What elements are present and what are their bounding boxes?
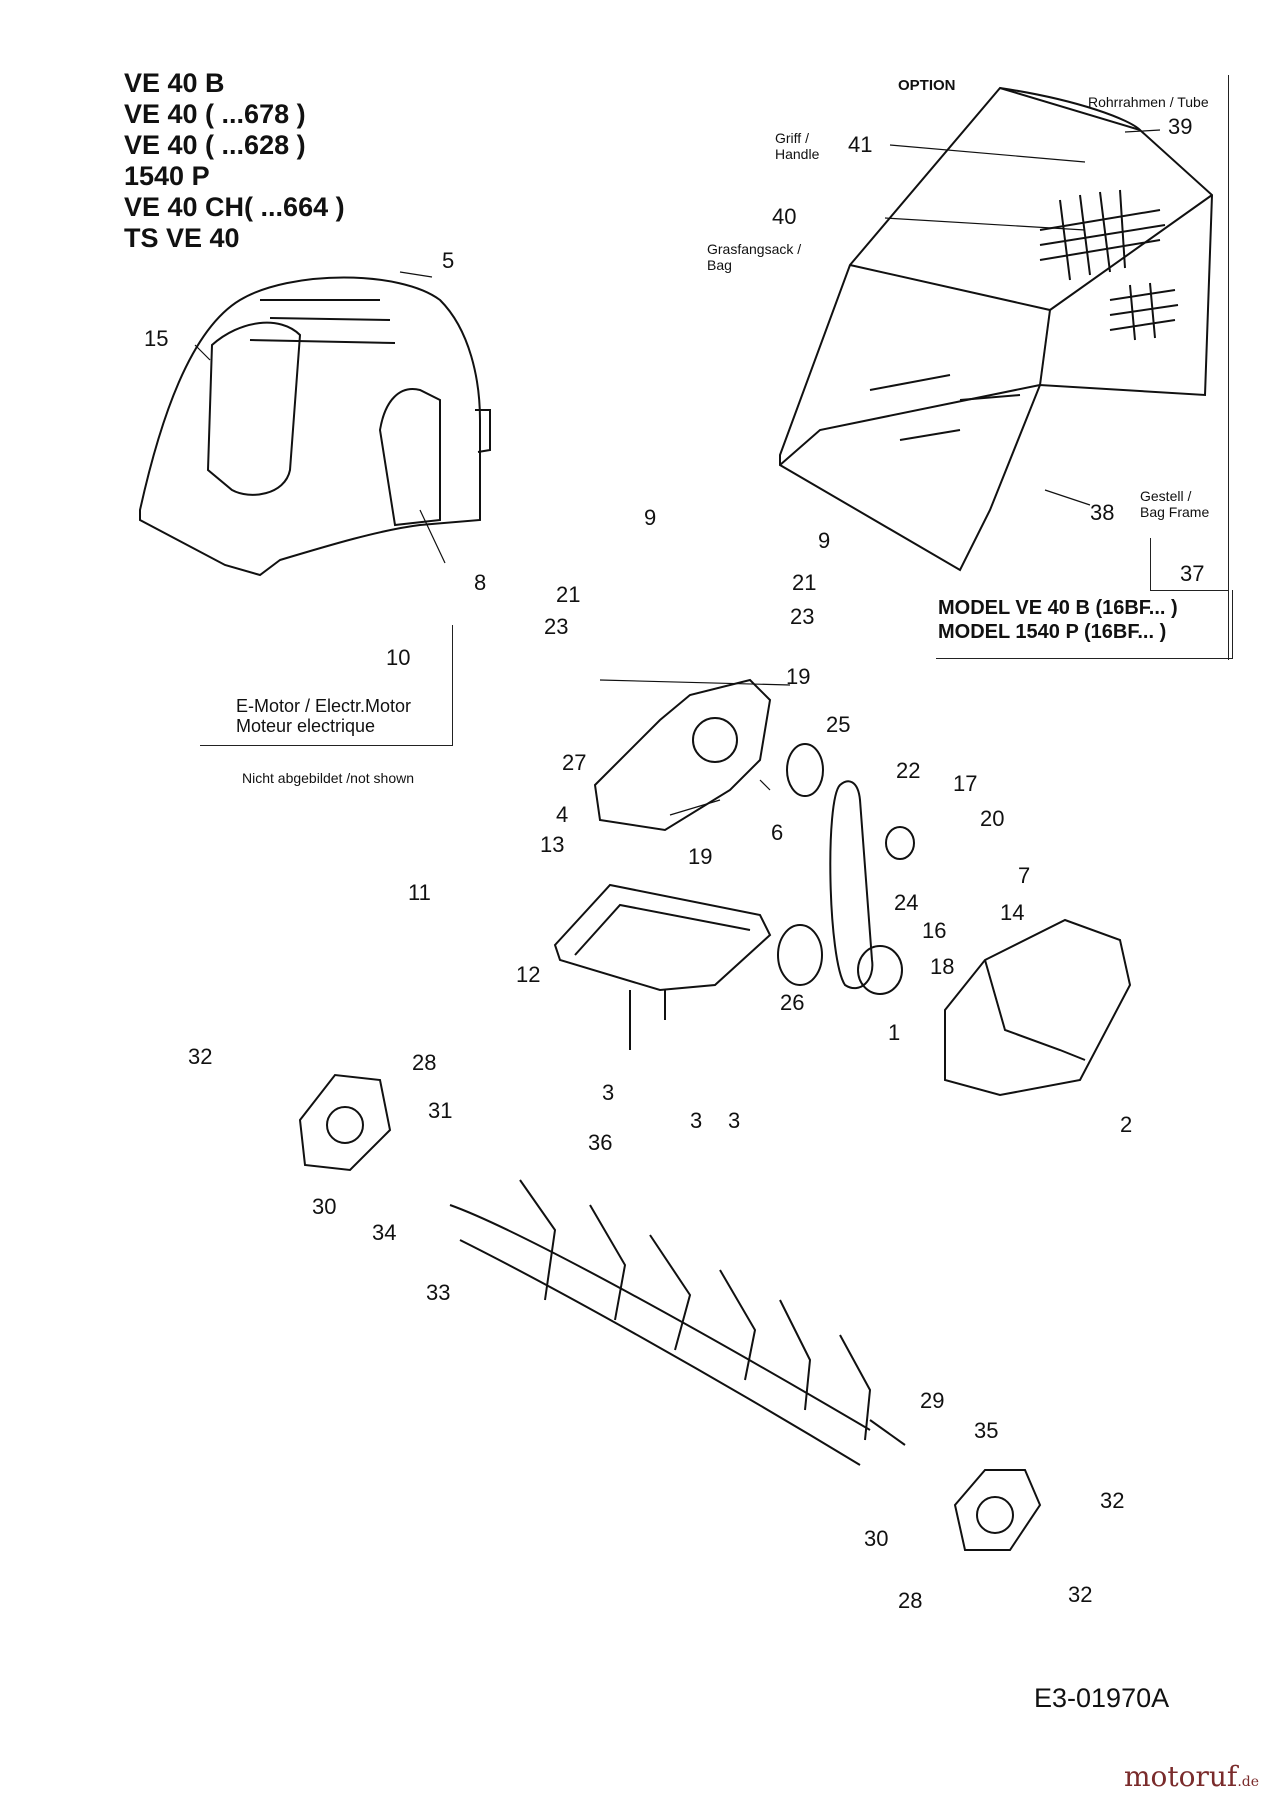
- brand-name: motoruf: [1124, 1760, 1238, 1793]
- part-number: 21: [556, 582, 581, 607]
- part-number: 12: [516, 962, 541, 987]
- part-number: 23: [790, 604, 815, 629]
- part-number: 9: [818, 528, 831, 553]
- emotor-label: E-Motor / Electr.Motor: [236, 696, 412, 716]
- part-number: 31: [428, 1098, 453, 1123]
- part-37-box: [1150, 538, 1229, 591]
- part-number: 2: [1120, 1112, 1133, 1137]
- belt-cover-part: [944, 918, 1132, 1097]
- leader-lines: [194, 129, 1161, 816]
- model-box-line: MODEL VE 40 B (16BF... ): [938, 597, 1178, 619]
- emotor-frame: [200, 625, 453, 746]
- bearing-flange-part: [298, 1073, 1042, 1551]
- part-number: 19: [688, 844, 713, 869]
- part-number: 39: [1168, 114, 1193, 139]
- part-number: 34: [372, 1220, 397, 1245]
- option-label: OPTION: [898, 77, 956, 94]
- part-number: 30: [312, 1194, 337, 1219]
- drawing-code: E3-01970A: [1034, 1683, 1170, 1713]
- part-number: 14: [1000, 900, 1025, 925]
- not-shown-label: Nicht abgebildet /not shown: [242, 770, 414, 786]
- bag-label: Bag: [707, 257, 732, 273]
- part-number: 27: [562, 750, 587, 775]
- model-item: VE 40 CH( ...664 ): [124, 192, 345, 222]
- part-number: 24: [894, 890, 919, 915]
- part-number: 35: [974, 1418, 999, 1443]
- model-box-frame: [936, 590, 1233, 659]
- hood-part: [139, 276, 491, 577]
- part-number: 10: [386, 645, 411, 670]
- part-number: 29: [920, 1388, 945, 1413]
- belt-drive-part: [777, 743, 915, 995]
- rohrrahmen-label: Rohrrahmen / Tube: [1088, 94, 1209, 110]
- part-number: 19: [786, 664, 811, 689]
- part-number: 15: [144, 326, 169, 351]
- part-number: 6: [771, 820, 784, 845]
- part-number: 36: [588, 1130, 613, 1155]
- model-item: VE 40 B: [124, 68, 225, 98]
- griff-label: Griff /: [775, 130, 809, 146]
- part-number: 38: [1090, 500, 1115, 525]
- part-number: 23: [544, 614, 569, 639]
- part-number: 32: [1068, 1582, 1093, 1607]
- model-item: 1540 P: [124, 161, 210, 191]
- model-box: MODEL VE 40 B (16BF... ) MODEL 1540 P (1…: [938, 596, 1178, 644]
- model-item: VE 40 ( ...628 ): [124, 130, 306, 160]
- part-number: 32: [188, 1044, 213, 1069]
- bag-frame-label: Bag Frame: [1140, 504, 1210, 520]
- model-list: VE 40 B VE 40 ( ...678 ) VE 40 ( ...628 …: [124, 68, 345, 254]
- option-frame-line: [1228, 75, 1229, 660]
- part-number: 3: [690, 1108, 703, 1133]
- grass-bag-part: [779, 86, 1214, 572]
- rotor-shaft-part: [449, 1179, 906, 1466]
- part-number: 40: [772, 204, 797, 229]
- part-number: 1: [888, 1020, 901, 1045]
- part-number: 28: [412, 1050, 437, 1075]
- part-number: 7: [1018, 863, 1031, 888]
- part-number: 32: [1100, 1488, 1125, 1513]
- part-number: 11: [408, 880, 431, 905]
- part-number: 3: [602, 1080, 615, 1105]
- part-number: 30: [864, 1526, 889, 1551]
- part-number: 22: [896, 758, 921, 783]
- gestell-label: Gestell /: [1140, 488, 1192, 504]
- part-number: 3: [728, 1108, 741, 1133]
- brand-logo: motoruf.de: [1124, 1760, 1259, 1793]
- model-box-line: MODEL 1540 P (16BF... ): [938, 621, 1167, 643]
- model-item: VE 40 ( ...678 ): [124, 99, 306, 129]
- brand-suffix: .de: [1237, 1774, 1260, 1790]
- part-number: 17: [953, 771, 978, 796]
- part-number: 13: [540, 832, 565, 857]
- part-number: 28: [898, 1588, 923, 1613]
- part-number: 26: [780, 990, 805, 1015]
- motor-mount-part: [553, 678, 772, 1050]
- emotor-label-fr: Moteur electrique: [236, 716, 376, 736]
- part-number: 33: [426, 1280, 451, 1305]
- part-number: 5: [442, 248, 455, 273]
- handle-label: Handle: [775, 146, 820, 162]
- part-number: 8: [474, 570, 487, 595]
- part-number: 41: [848, 132, 873, 157]
- grasfangsack-label: Grasfangsack /: [707, 241, 802, 257]
- part-number: 16: [922, 918, 947, 943]
- part-number: 25: [826, 712, 851, 737]
- part-number: 9: [644, 505, 657, 530]
- part-number: 18: [930, 954, 955, 979]
- part-number: 4: [556, 802, 569, 827]
- part-number: 37: [1180, 561, 1205, 586]
- model-item: TS VE 40: [124, 223, 240, 253]
- part-number: 20: [980, 806, 1005, 831]
- part-number: 21: [792, 570, 817, 595]
